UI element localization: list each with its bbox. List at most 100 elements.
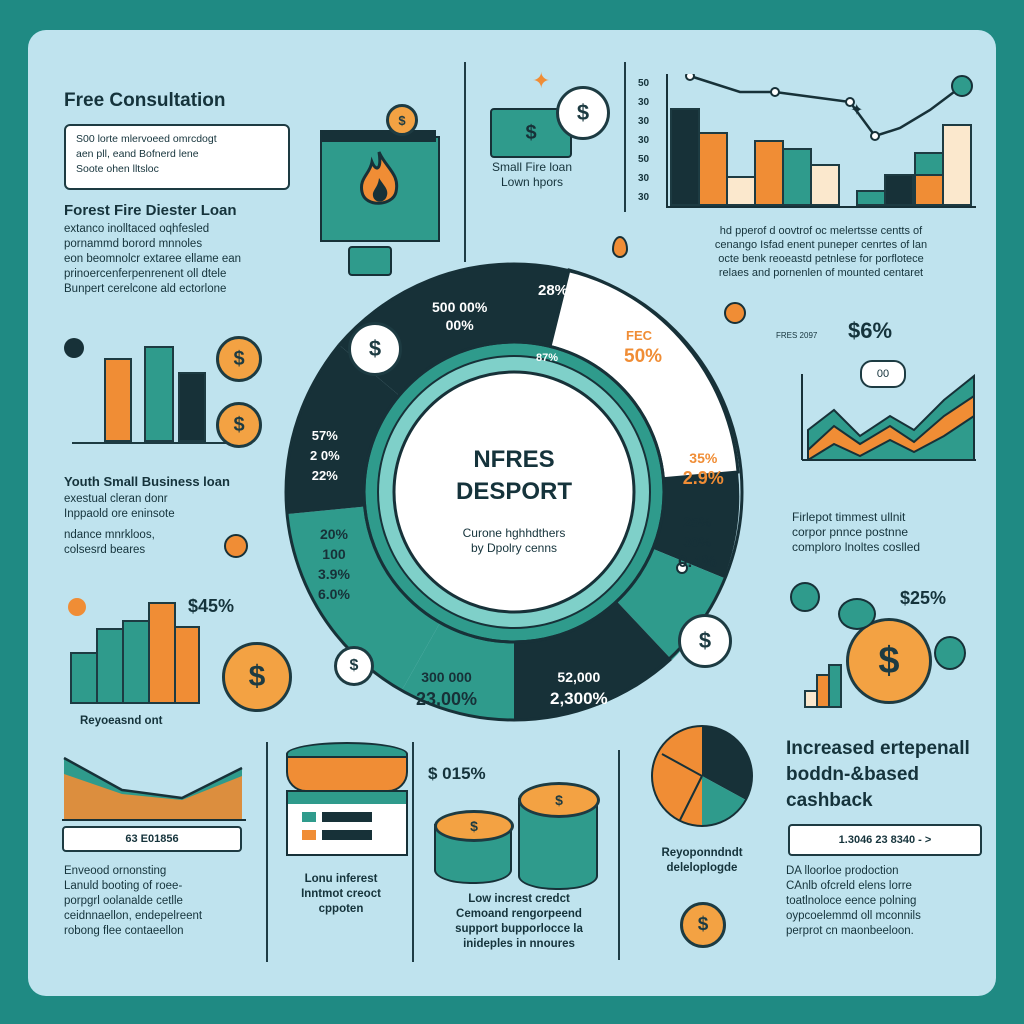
seg-value: 35% — [689, 450, 718, 466]
gear-icon — [790, 582, 820, 612]
coin-stack-1: $ — [434, 806, 514, 886]
pie-label: Reyoponndndt deleloplogde — [632, 846, 772, 876]
bar — [698, 132, 728, 206]
subtitle-line-1: Curone hghhdthers — [462, 526, 566, 540]
ic-line-2: boddn-&based — [786, 764, 919, 785]
rt2-line-2: CAnlb ofcreld elens lorre — [786, 880, 912, 892]
donut-chart — [284, 262, 744, 722]
y-axis-ticks: 50 30 30 30 50 30 30 — [638, 74, 649, 207]
bar — [96, 628, 124, 704]
bar — [178, 372, 206, 442]
increased-cashback-title: Increased ertepenall boddn-&based cashba… — [786, 736, 970, 814]
seg-value: 300 000 — [421, 669, 472, 685]
rt-line-1: Firlepot timmest ullnit — [792, 510, 906, 524]
tr-line-2: cenango Isfad enent puneper cenrtes of l… — [714, 239, 928, 251]
divider — [266, 742, 268, 962]
plant-icon — [838, 598, 876, 630]
bars-area — [670, 74, 976, 206]
small-fire-loan-label: Small Fire loan Lown hpors — [482, 160, 582, 190]
tr-line-1: hd pperof d oovtrof oc melertsse centts … — [719, 225, 923, 237]
y-axis — [666, 74, 668, 208]
seg-value: 0.4% — [678, 552, 717, 571]
seg-value: 300 000 — [678, 430, 729, 446]
seg-value: 2,300% — [550, 689, 608, 708]
title-line-1: NFRES — [473, 446, 555, 473]
y-tick: 30 — [638, 192, 650, 203]
cell — [302, 812, 316, 822]
right-area-chart — [801, 373, 976, 461]
pct-6-label: $6% — [848, 318, 893, 343]
seg-value: 3.9% — [318, 566, 350, 582]
bc2-line-1: Lonu inferest — [304, 873, 378, 885]
donut-title: NFRES DESPORT — [394, 444, 634, 508]
left-bar-chart-1 — [68, 342, 248, 444]
bar — [144, 346, 174, 442]
bar — [670, 108, 700, 206]
subtitle-line-2: by Dpolry cenns — [470, 541, 558, 555]
bc1-line-4: ceidnnaellon, endepelreent — [64, 910, 203, 922]
right-chip: 1.3046 23 8340 - > — [788, 824, 982, 856]
trend-line — [685, 74, 973, 141]
gear-icon — [224, 534, 248, 558]
segment-label-right-upper: 300 000 35% 2.9% — [678, 428, 729, 488]
plant-icon — [934, 636, 966, 670]
right-text-block: Firlepot timmest ullnit corpor pnnce pos… — [792, 510, 982, 555]
dollar-coin-icon: $ — [386, 104, 418, 136]
seg-value: 6.0% — [318, 586, 350, 602]
pie-line-1: Reyoponndndt — [661, 847, 743, 859]
rt2-line-5: perprot cn maonbeeloon. — [786, 925, 914, 937]
fire-icon — [359, 151, 399, 205]
right-text-block-2: DA lloorloe prodoction CAnlb ofcreld ele… — [786, 864, 986, 939]
y-tick: 50 — [638, 78, 650, 89]
dollar-coin-icon: $ — [348, 322, 402, 376]
rt2-line-3: toatlnoloce eence polning — [786, 895, 917, 907]
pct-25-label: $25% — [900, 588, 947, 608]
bottom-col1-text: Enveood ornonsting Lanuld booting of roe… — [64, 864, 274, 939]
bar — [122, 620, 150, 704]
money-band — [320, 130, 436, 142]
bar — [148, 602, 176, 704]
forest-fire-text: extanco inolltaced oqhfesled pornammd bo… — [64, 222, 314, 297]
dollar-coin-icon: $ — [678, 614, 732, 668]
infographic-card: Free Consultation S00 lorte mlervoeed om… — [28, 30, 996, 996]
cell — [322, 812, 372, 822]
segment-label-bottom-left: 300 000 23,00% — [416, 666, 477, 710]
y-tick: 30 — [638, 97, 650, 108]
gear-icon — [68, 598, 86, 616]
bar — [828, 664, 842, 708]
divider — [412, 742, 414, 962]
segment-label-top-right-title: FEC — [626, 328, 652, 343]
ff-line-5: Bunpert cerelcone ald ectorlone — [64, 283, 227, 295]
ff-line-1: extanco inolltaced oqhfesled — [64, 223, 210, 235]
bar — [174, 626, 200, 704]
sfl-line-1: Small Fire loan — [491, 160, 573, 174]
ff-line-2: pornammd borord mnnoles — [64, 238, 203, 250]
seg-value: 2.9% — [682, 468, 724, 488]
divider — [624, 62, 626, 212]
yl-line-2: Inppaold ore eninsote — [64, 508, 175, 520]
seg-value: 22% — [311, 468, 338, 483]
y-tick: 30 — [638, 116, 650, 127]
consult-line-3: Soote ohen lltsloc — [76, 163, 159, 175]
youth-loan-text: exestual cleran donr Inppaold ore eninso… — [64, 492, 284, 558]
dollar-coin-icon: $ — [680, 902, 726, 948]
ic-line-1: Increased ertepenall — [786, 738, 970, 759]
pct-45-label: $45% — [188, 596, 235, 616]
dollar-coin-icon: $ — [846, 618, 932, 704]
segment-label-right-lower: 25% 30% 0.4% — [678, 512, 717, 572]
y-tick: 30 — [638, 173, 650, 184]
y-tick: 30 — [638, 135, 650, 146]
seg-value: 30% — [683, 534, 712, 550]
dollar-coin-icon: $ — [216, 336, 262, 382]
coin-stack-2: $ — [518, 778, 600, 890]
bar — [104, 358, 132, 442]
bc3-line-2: Cemoand rengorpeend — [456, 908, 582, 920]
seg-value: 20% — [319, 526, 348, 542]
cell — [322, 830, 372, 840]
rt2-line-4: oypcoelemmd oll mconnils — [786, 910, 921, 922]
bc3-line-1: Low increst credct — [468, 893, 570, 905]
segment-label-top-right-value: 50% — [624, 346, 663, 367]
bar — [884, 174, 914, 206]
bottom-col2-text: Lonu inferest Inntmot creoct cppoten — [276, 872, 406, 917]
rt-line-3: comploro lnoltes coslled — [792, 540, 921, 554]
